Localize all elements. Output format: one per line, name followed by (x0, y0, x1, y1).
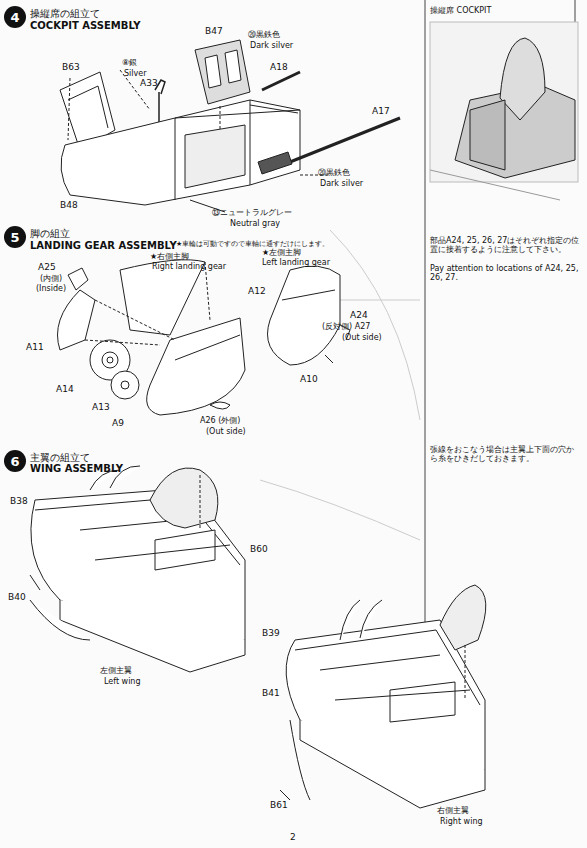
part-label: A26 (外側) (200, 416, 240, 425)
part-label: B63 (62, 62, 80, 72)
step-number-text: 4 (10, 10, 19, 25)
part-label: Left wing (104, 677, 141, 686)
part-label: Right wing (440, 817, 483, 826)
part-label: 左側主翼 (100, 666, 132, 675)
part-label: 主翼の組立て (30, 452, 90, 464)
part-label: (Out side) (342, 333, 382, 342)
part-label: B60 (250, 544, 268, 554)
part-label: Left landing gear (262, 258, 330, 267)
part-label: 2 (290, 832, 296, 842)
part-label: A18 (270, 62, 288, 72)
part-label: A9 (112, 418, 124, 428)
part-label: 操縦席 COCKPIT (430, 6, 491, 15)
wing-parts (30, 466, 486, 808)
part-label: 部品A24, 25, 26, 27はそれぞれ指定の位置に接着するように注意して下… (430, 236, 580, 254)
part-label: Dark silver (250, 41, 293, 50)
part-label: (Out side) (206, 427, 246, 436)
part-label: B39 (262, 628, 280, 638)
step-heading: COCKPIT ASSEMBLY (30, 20, 140, 32)
part-label: B47 (205, 26, 223, 36)
part-label: (Inside) (36, 284, 66, 293)
part-label: A33 (140, 78, 158, 88)
part-label: B61 (270, 800, 288, 810)
part-label: Pay attention to locations of A24, 25, 2… (430, 264, 580, 282)
step-number: 5 (4, 226, 26, 248)
part-label: ⑧銀 (122, 58, 137, 67)
part-label: B38 (10, 496, 28, 506)
step-number: 4 (4, 6, 26, 28)
part-label: Neutral gray (230, 219, 280, 228)
part-label: A17 (372, 106, 390, 116)
part-label: A12 (248, 286, 266, 296)
part-label: A11 (26, 342, 44, 352)
part-label: 脚の組立 (30, 228, 70, 240)
landing-gear-parts (58, 260, 351, 415)
part-label: ⑬ニュートラルグレー (212, 208, 292, 217)
part-label: 操縦席の組立て (30, 8, 100, 20)
step-number: 6 (4, 450, 26, 472)
part-label: 張線をおこなう場合は主翼上下面の穴から糸をひきだしておきます。 (430, 445, 580, 463)
part-label: ★車輪は可動ですので車軸に通すだけにします。 (176, 240, 329, 248)
part-label: Silver (124, 69, 146, 78)
part-label: ⑳黒鉄色 (248, 30, 280, 39)
ghost-drawing (260, 230, 420, 540)
part-label: ⑳黒鉄色 (318, 168, 350, 177)
part-label: A10 (300, 374, 318, 384)
part-label: A25 (38, 262, 56, 272)
step-heading: WING ASSEMBLY (30, 463, 123, 475)
part-label: A14 (56, 384, 74, 394)
part-label: (内側) (40, 274, 62, 283)
part-label: ★右側主脚 (150, 252, 189, 261)
part-label: A24 (350, 310, 368, 320)
step-heading: LANDING GEAR ASSEMBLY (30, 240, 177, 252)
part-label: B41 (262, 688, 280, 698)
step-number-text: 5 (10, 230, 19, 245)
part-label: Dark silver (320, 179, 363, 188)
part-label: A13 (92, 402, 110, 412)
part-label: ★左側主脚 (262, 248, 301, 257)
cockpit-parts (60, 40, 400, 212)
cockpit-photo (430, 22, 578, 200)
part-label: (反対側) A27 (322, 322, 370, 331)
part-label: B40 (8, 592, 26, 602)
step-number-text: 6 (10, 454, 19, 469)
part-label: Right landing gear (152, 262, 226, 271)
part-label: B48 (60, 200, 78, 210)
part-label: 右側主翼 (437, 806, 469, 815)
